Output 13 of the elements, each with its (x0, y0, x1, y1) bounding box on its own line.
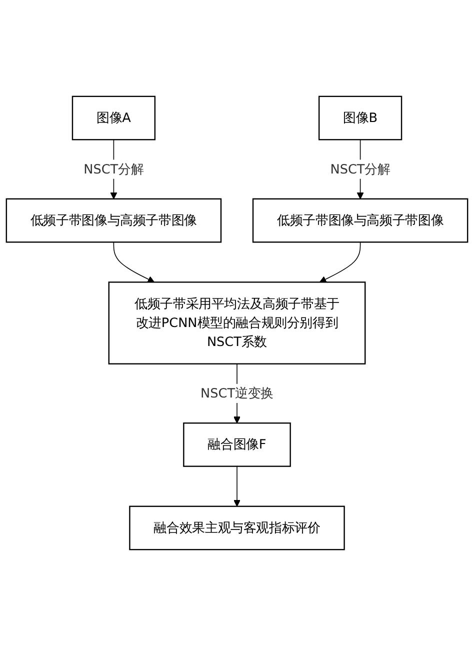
node-box: 图像B (318, 96, 402, 140)
node-box: 图像A (72, 96, 156, 140)
edge-label: NSCT分解 (330, 161, 390, 176)
arrow (233, 466, 241, 507)
arrow (113, 242, 155, 283)
edge-label: NSCT分解 (84, 161, 144, 176)
node-box: 融合效果主观与客观指标评价 (129, 506, 345, 550)
node-box: 融合图像F (183, 422, 291, 467)
arrow (319, 242, 361, 283)
node-box: 低频子带图像与高频子带图像 (6, 198, 222, 243)
node-box: 低频子带采用平均法及高频子带基于改进PCNN模型的融合规则分别得到NSCT系数 (108, 282, 366, 364)
node-box: 低频子带图像与高频子带图像 (252, 198, 468, 243)
edge-label: NSCT逆变换 (200, 385, 274, 401)
